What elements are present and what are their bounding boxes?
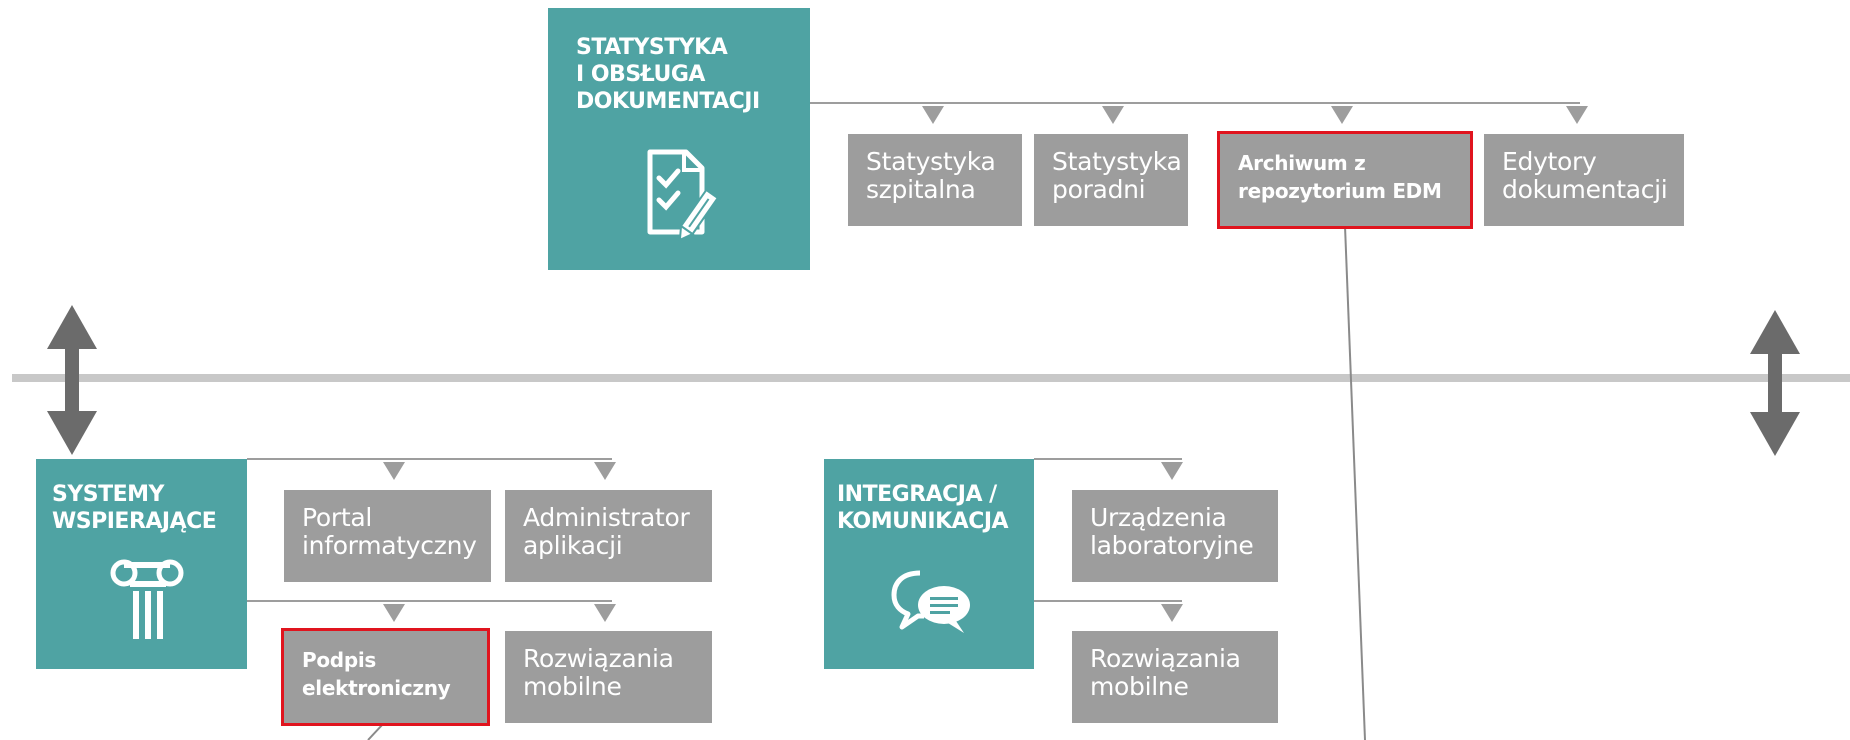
statystyka-group-box[interactable]: STATYSTYKA I OBSŁUGA DOKUMENTACJI [548,8,810,270]
statystyka-title: STATYSTYKA I OBSŁUGA DOKUMENTACJI [576,35,760,114]
item-statystyka-szpitalna[interactable]: Statystyka szpitalna [848,134,1022,226]
systemy-title: SYSTEMY WSPIERAJĄCE [52,482,217,534]
right-double-arrow-icon [1750,310,1800,456]
systemy-group-box[interactable]: SYSTEMY WSPIERAJĄCE [36,459,247,669]
left-double-arrow-icon [47,305,97,455]
integracja-group-box[interactable]: INTEGRACJA / KOMUNIKACJA [824,459,1034,669]
statystyka-connectors [810,102,1588,124]
item-archiwum-edm[interactable]: Archiwum z repozytorium EDM [1217,131,1473,229]
item-rozwiazania-mobilne-integracja[interactable]: Rozwiązania mobilne [1072,631,1278,723]
document-checklist-pencil-icon [647,149,720,242]
item-portal-informatyczny[interactable]: Portal informatyczny [284,490,491,582]
systemy-connectors [247,458,616,622]
item-administrator-aplikacji[interactable]: Administrator aplikacji [505,490,712,582]
speech-bubbles-icon [891,570,970,633]
item-podpis-elektroniczny[interactable]: Podpis elektroniczny [281,628,490,726]
item-statystyka-poradni[interactable]: Statystyka poradni [1034,134,1188,226]
item-edytory-dokumentacji[interactable]: Edytory dokumentacji [1484,134,1684,226]
edm-pointer-line [1344,225,1366,740]
integracja-connectors [1034,458,1183,622]
item-rozwiazania-mobilne-systemy[interactable]: Rozwiązania mobilne [505,631,712,723]
column-pillar-icon [110,559,184,639]
horizontal-axis [12,374,1850,382]
integracja-title: INTEGRACJA / KOMUNIKACJA [837,482,1009,534]
item-urzadzenia-laboratoryjne[interactable]: Urządzenia laboratoryjne [1072,490,1278,582]
podpis-pointer-line [367,723,384,740]
